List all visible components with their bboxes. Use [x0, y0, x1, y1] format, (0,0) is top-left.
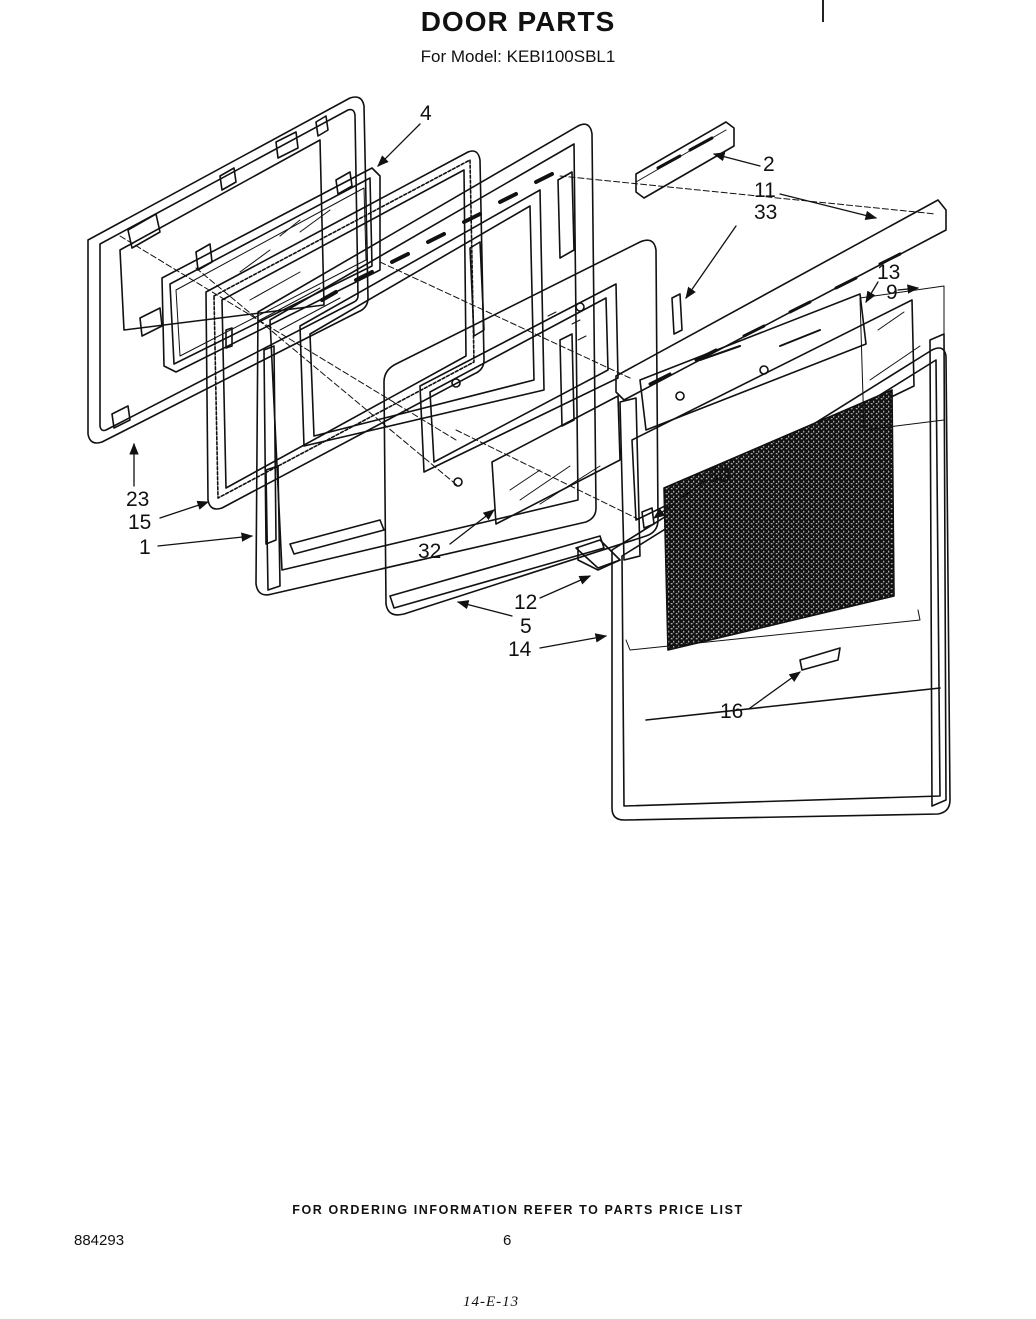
callout-9: 9: [886, 281, 898, 304]
callout-23: 23: [126, 488, 150, 511]
part-5-inner-panel: [383, 239, 659, 616]
part-23-inner-liner: [87, 96, 369, 444]
callout-13: 13: [877, 261, 901, 284]
part-13-vent: [639, 293, 867, 431]
callout-15: 15: [128, 511, 152, 534]
callout-2: 2: [763, 153, 775, 176]
callout-30: 30: [707, 464, 731, 487]
callout-4: 4: [420, 102, 432, 125]
alignment-lines: [119, 175, 937, 521]
callout-14: 14: [508, 638, 532, 661]
callout-1: 1: [139, 536, 151, 559]
page-title: DOOR PARTS: [420, 6, 616, 37]
part-15-gasket: [205, 150, 485, 510]
document-number: 884293: [74, 1232, 125, 1249]
callout-11: 11: [754, 179, 776, 202]
leader-lines: [129, 123, 920, 709]
part-12-hinge: [575, 539, 621, 571]
handwritten-code: 14-E-13: [463, 1294, 520, 1310]
part-4-glass-pack: [161, 167, 381, 373]
page-number: 6: [503, 1232, 512, 1249]
callout-33: 33: [754, 201, 778, 224]
callout-12: 12: [514, 591, 538, 614]
model-subtitle: For Model: KEBI100SBL1: [420, 47, 616, 66]
callout-5: 5: [520, 615, 532, 638]
corner-mark: [822, 0, 824, 22]
part-1-door-panel: [255, 123, 597, 596]
part-14-outer-frame: [611, 299, 951, 821]
part-2-channel: [635, 121, 735, 199]
callout-32: 32: [418, 540, 442, 563]
ordering-info-note: FOR ORDERING INFORMATION REFER TO PARTS …: [292, 1203, 744, 1217]
part-32-window-glass: [491, 395, 621, 525]
callout-16: 16: [720, 700, 744, 723]
